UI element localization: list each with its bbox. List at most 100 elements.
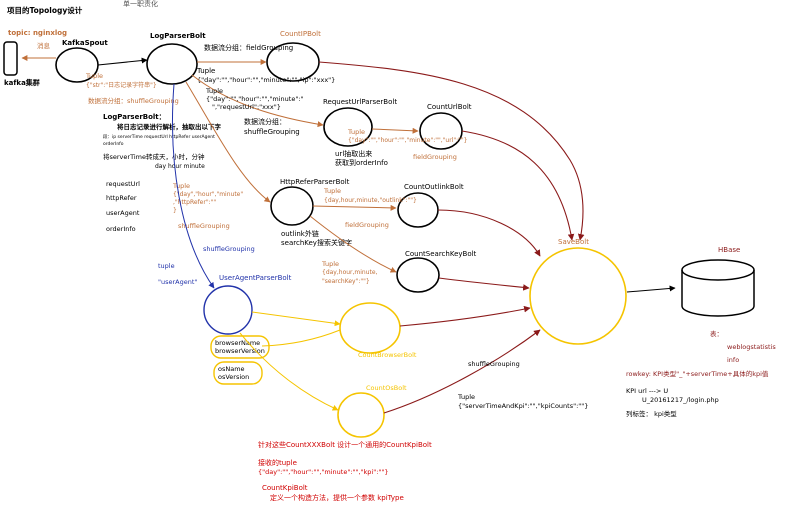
- tuple-url-body: {"day":"","hour":"","minute":"","url":""…: [348, 137, 468, 144]
- tuple-refer-head: Tuple: [172, 182, 190, 190]
- os-name: osName: [218, 365, 245, 373]
- parser-desc-2: 段：ip serverTime requestUrl httpRefer use…: [103, 133, 215, 140]
- shuffle-save: shuffleGrouping: [468, 360, 520, 368]
- search-to-save-arrow: [438, 277, 530, 291]
- field-http-refer: httpRefer: [106, 194, 137, 202]
- count-browser-node: [339, 302, 401, 354]
- ip-to-save-arrow: [318, 61, 585, 241]
- parser-desc-3: orderInfo: [103, 141, 124, 147]
- parser-title: LogParserBolt：: [103, 113, 166, 121]
- shuffle-refer: shuffleGrouping: [178, 222, 230, 230]
- tuple-outlink-body: {day,hour,minute,"outlink":""}: [324, 197, 417, 204]
- save-bolt-label: SaveBolt: [558, 238, 589, 246]
- url-to-save-arrow: [461, 130, 575, 241]
- tuple-req-body-1: {"day":"","hour":"","minute":": [206, 95, 304, 103]
- tuple-ip-head: Tuple: [196, 67, 215, 75]
- count-search-key-node: [396, 257, 440, 293]
- user-agent-parser-node: [203, 285, 253, 335]
- tuple-outlink-head: Tuple: [323, 187, 341, 195]
- outlink-2: searchKey搜索关键字: [281, 238, 352, 247]
- log-parser-node: [146, 43, 198, 85]
- parser-time-1: 将serverTime转成天，小时，分钟: [103, 152, 205, 161]
- parser-to-request-arrow: [191, 74, 324, 128]
- shuffle-req-1: 数据流分组：: [244, 117, 286, 126]
- request-url-parser-node: [323, 107, 373, 147]
- parser-to-ua-arrow: [172, 83, 215, 289]
- shuffle-grouping-cn: 数据流分组：shuffleGrouping: [88, 96, 179, 105]
- count-url-label: CountUrlBolt: [427, 103, 472, 111]
- os-box: [213, 361, 263, 385]
- request-to-url-arrow: [371, 127, 419, 134]
- note-3: {"day":"","hour":"","minute":"","kpi":""…: [258, 468, 389, 476]
- note-5: 定义一个构造方法，提供一个参数 kpiType: [270, 493, 404, 502]
- message-label: 消息: [37, 41, 51, 50]
- kafka-spout-label: KafkaSpout: [62, 39, 108, 47]
- field-grouping-outlink: fieldGrouping: [345, 221, 389, 229]
- count-search-key-label: CountSearchKeyBolt: [405, 250, 477, 258]
- tuple-str-body: {"str":"日志记录字符串"}: [86, 81, 157, 89]
- tuple-req-body-2: ","requestUrl":"xxx"}: [212, 103, 281, 111]
- spout-to-parser-arrow: [97, 57, 148, 66]
- browser-version: browserVersion: [215, 347, 265, 355]
- tuple-refer-body-3: }: [173, 207, 177, 214]
- tuple-save-head: Tuple: [457, 393, 475, 401]
- note-4: CountKpiBolt: [262, 484, 308, 492]
- kafka-cluster-label: kafka集群: [4, 78, 40, 87]
- hbase-cylinder-top: [681, 259, 755, 281]
- tuple-refer-body-2: ,"httpRefer":"": [173, 199, 216, 206]
- count-ip-label: CountIPBolt: [280, 30, 321, 38]
- note-1: 针对这些CountXXXBolt 设计一个通用的CountKpiBolt: [258, 440, 432, 449]
- tuple-req-head: Tuple: [205, 87, 223, 95]
- browser-to-save-arrow: [399, 305, 531, 327]
- save-to-hbase-arrow: [626, 285, 676, 293]
- kafka-cluster-box: [3, 41, 18, 76]
- shuffle-req-2: shuffleGrouping: [244, 128, 300, 136]
- os-to-save-arrow: [383, 329, 541, 414]
- topic-label: topic: nginxlog: [8, 29, 67, 37]
- field-request-url: requestUrl: [106, 180, 140, 188]
- parser-to-refer-arrow: [185, 81, 271, 203]
- count-os-node: [337, 392, 385, 438]
- shuffle-ua: shuffleGrouping: [203, 245, 255, 253]
- browser-box: [210, 335, 270, 359]
- hbase-cylinder: [681, 270, 755, 317]
- os-version: osVersion: [218, 373, 249, 381]
- tuple-ip-body: {"day":"","hour":"","minute":"","ip":"xx…: [197, 76, 335, 84]
- column-tag: 列标签： kpi类型: [626, 409, 677, 418]
- count-os-label: CountOsBolt: [366, 384, 407, 392]
- url-extract-1: url抽取出来: [335, 149, 372, 158]
- tuple-str-head: Tuple: [85, 72, 103, 80]
- save-bolt-node: [529, 247, 627, 345]
- http-refer-parser-node: [270, 186, 314, 226]
- diagram-title: 项目的Topology设计: [7, 5, 83, 15]
- count-browser-label: CountBrowserBolt: [358, 351, 417, 359]
- tuple-search-head: Tuple: [321, 260, 339, 268]
- count-outlink-label: CountOutlinkBolt: [404, 183, 464, 191]
- field-order-info: orderInfo: [106, 225, 136, 233]
- hbase-table-2: info: [727, 356, 739, 364]
- kpi-url-1: KPI url ---> U: [626, 387, 668, 395]
- log-parser-label: LogParserBolt: [150, 32, 206, 40]
- browser-name: browserName: [215, 339, 260, 347]
- tuple-save-body: {"serverTimeAndKpi":"","kpiCounts":""}: [458, 402, 588, 410]
- request-url-parser-label: RequestUrlParserBolt: [323, 98, 397, 106]
- tuple-url-head: Tuple: [347, 128, 365, 136]
- field-grouping-url: fieldGrouping: [413, 153, 457, 161]
- tuple-search-body-1: {day,hour,minute,: [322, 269, 378, 276]
- user-agent-parser-label: UserAgentParserBolt: [219, 274, 292, 282]
- tuple-ua-head: tuple: [158, 262, 175, 270]
- hbase-table-1: weblogstatistis: [727, 343, 776, 351]
- hbase-label: HBase: [718, 246, 740, 254]
- tuple-ua-body: "userAgent": [158, 278, 197, 286]
- http-refer-parser-label: HttpReferParserBolt: [280, 178, 350, 186]
- field-user-agent: userAgent: [106, 209, 140, 217]
- tuple-refer-body-1: {"day","hour","minute": [173, 191, 243, 198]
- refer-to-search-arrow: [309, 215, 397, 273]
- header-top: 单一职责化: [123, 0, 158, 8]
- outlink-1: outlink外链: [281, 229, 319, 238]
- parser-time-2: day hour minute: [155, 163, 205, 170]
- refer-to-outlink-arrow: [312, 204, 397, 211]
- tuple-search-body-2: "searchKey":""}: [322, 278, 370, 285]
- url-extract-2: 获取到orderInfo: [335, 158, 388, 167]
